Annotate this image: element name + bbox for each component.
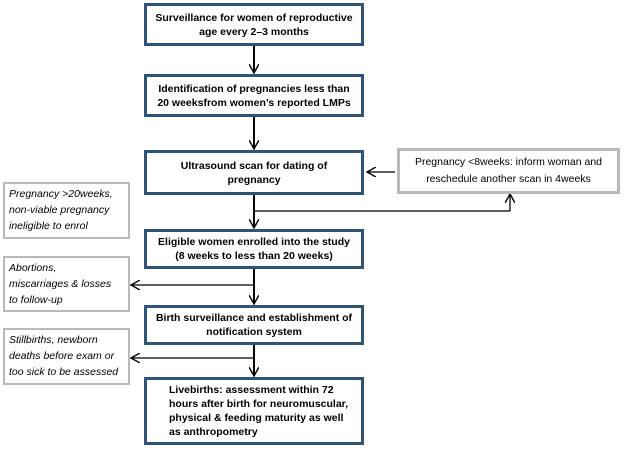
step-birth-surveillance: Birth surveillance and establishment of n… (144, 305, 364, 345)
step-livebirths: Livebirths: assessment within 72 hours af… (144, 377, 364, 445)
losses-box: Abortions, miscarriages & losses to foll… (3, 256, 130, 312)
step-ultrasound-line-2: pregnancy (227, 173, 281, 186)
reschedule-line-1: Pregnancy <8weeks: inform woman and (414, 156, 603, 168)
reschedule-line-2: reschedule another scan in 4weeks (426, 173, 591, 185)
ineligible-line-3: ineligible to enrol (9, 220, 88, 232)
reschedule-box: Pregnancy <8weeks: inform woman and resch… (397, 148, 620, 194)
step-enrolled-line-1: Eligible women enrolled into the study (158, 236, 350, 248)
stillbirths-line-2: deaths before exam or (9, 350, 115, 362)
step-birth-surveillance-line-2: notification system (206, 326, 302, 338)
step-livebirths-line-1: Livebirths: assessment within 72 (169, 384, 334, 396)
step-surveillance-line-2: age every 2–3 months (199, 25, 309, 38)
step-identification-line-2: 20 weeksfrom women’s reported LMPs (157, 96, 351, 109)
step-livebirths-line-3: physical & feeding maturity as well (169, 412, 344, 424)
losses-line-3: to follow-up (9, 294, 63, 306)
stillbirths-line-3: too sick to be assessed (9, 366, 119, 378)
step-livebirths-line-2: hours after birth for neuromuscular, (169, 398, 349, 410)
step-enrolled-line-2: (8 weeks to less than 20 weeks) (175, 250, 333, 262)
stillbirths-line-1: Stillbirths, newborn (9, 334, 98, 346)
stillbirths-box: Stillbirths, newborn deaths before exam … (3, 328, 130, 385)
step-birth-surveillance-line-1: Birth surveillance and establishment of (155, 312, 353, 324)
step-identification-line-1: Identification of pregnancies less than (158, 82, 350, 95)
step-surveillance-line-1: Surveillance for women of reproductive (155, 11, 353, 24)
ineligible-line-2: non-viable pregnancy (9, 204, 110, 216)
ineligible-line-1: Pregnancy >20weeks, (9, 188, 113, 200)
ineligible-box: Pregnancy >20weeks, non-viable pregnancy… (3, 182, 130, 239)
step-ultrasound-line-1: Ultrasound scan for dating of (180, 159, 328, 172)
losses-line-2: miscarriages & losses (9, 278, 112, 290)
step-enrolled: Eligible women enrolled into the study (8… (144, 229, 364, 269)
step-livebirths-line-4: as anthropometry (169, 426, 258, 438)
losses-line-1: Abortions, (9, 262, 57, 274)
